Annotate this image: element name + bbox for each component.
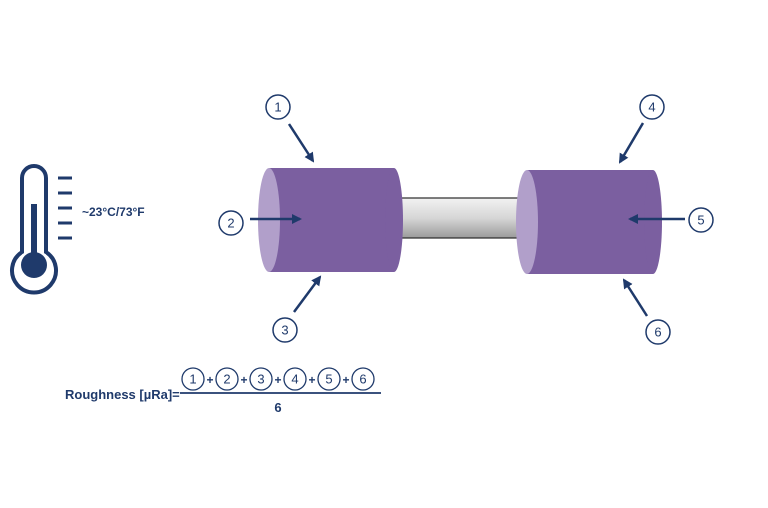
- svg-text:2: 2: [223, 372, 230, 387]
- plus-sign: +: [342, 373, 349, 387]
- svg-text:2: 2: [227, 216, 234, 231]
- svg-text:6: 6: [654, 325, 661, 340]
- svg-text:1: 1: [189, 372, 196, 387]
- point-6-marker: 6: [645, 319, 671, 345]
- svg-text:6: 6: [359, 372, 366, 387]
- arrow-3: [292, 275, 322, 313]
- point-2-marker: 2: [218, 210, 244, 236]
- svg-text:1: 1: [274, 100, 281, 115]
- numerator-term-1: 1: [181, 367, 205, 391]
- formula-lhs: Roughness [µRa]=: [65, 387, 180, 402]
- plus-sign: +: [240, 373, 247, 387]
- formula-denominator: 6: [274, 400, 281, 415]
- measurement-arrows: [250, 122, 685, 317]
- point-1-marker: 1: [265, 94, 291, 120]
- arrow-4: [618, 122, 645, 164]
- svg-text:4: 4: [291, 372, 298, 387]
- right-cylinder: [516, 170, 662, 274]
- thermometer-icon: [10, 164, 72, 295]
- arrow-1: [287, 123, 315, 163]
- point-3-marker: 3: [272, 317, 298, 343]
- numerator-term-2: 2: [215, 367, 239, 391]
- svg-text:3: 3: [257, 372, 264, 387]
- temperature-label: ~23°C/73°F: [82, 205, 145, 219]
- numerator-term-4: 4: [283, 367, 307, 391]
- numerator-term-5: 5: [317, 367, 341, 391]
- numerator-term-6: 6: [351, 367, 375, 391]
- point-4-marker: 4: [639, 94, 665, 120]
- shaft: [391, 197, 532, 239]
- svg-text:3: 3: [281, 323, 288, 338]
- svg-text:4: 4: [648, 100, 655, 115]
- arrow-6: [622, 278, 649, 317]
- roughness-formula: Roughness [µRa]= 1 + 2 + 3 + 4 + 5 + 6 6: [65, 367, 381, 415]
- plus-sign: +: [274, 373, 281, 387]
- svg-text:5: 5: [325, 372, 332, 387]
- point-5-marker: 5: [688, 207, 714, 233]
- plus-sign: +: [308, 373, 315, 387]
- numerator-term-3: 3: [249, 367, 273, 391]
- svg-text:5: 5: [697, 213, 704, 228]
- plus-sign: +: [206, 373, 213, 387]
